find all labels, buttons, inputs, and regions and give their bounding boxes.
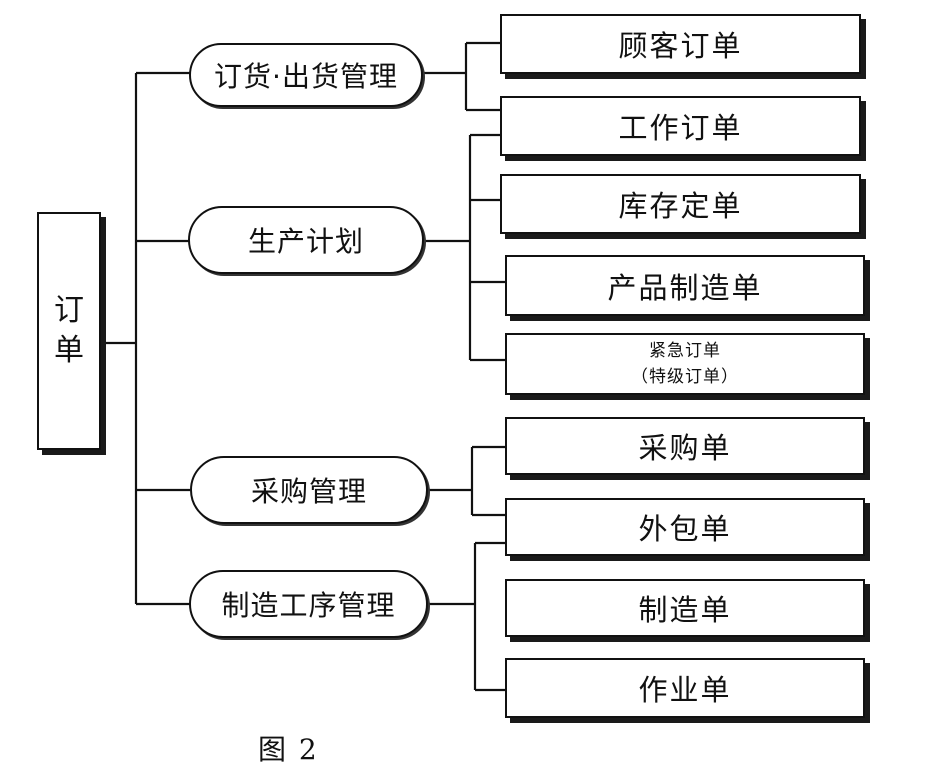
category-node-purchasing: 采购管理 bbox=[190, 456, 428, 524]
category-label: 采购管理 bbox=[250, 475, 367, 508]
leaf-label: 外包单 bbox=[638, 512, 732, 546]
category-node-order-shipping: 订货·出货管理 bbox=[189, 43, 423, 107]
leaf-label: 工作订单 bbox=[618, 111, 743, 145]
leaf-node-manufacturing-order: 制造单 bbox=[505, 579, 865, 637]
category-label: 制造工序管理 bbox=[221, 589, 396, 622]
leaf-label: 顾客订单 bbox=[618, 29, 743, 63]
leaf-node-inventory-order: 库存定单 bbox=[500, 174, 861, 234]
leaf-label-line2: （特级订单） bbox=[631, 367, 739, 387]
leaf-node-product-manufacturing-order: 产品制造单 bbox=[505, 255, 865, 316]
leaf-label-line1: 紧急订单 bbox=[649, 341, 721, 361]
category-node-production-plan: 生产计划 bbox=[188, 206, 424, 274]
leaf-label: 制造单 bbox=[638, 593, 732, 627]
root-node-order: 订 单 bbox=[37, 212, 101, 450]
leaf-node-urgent-order: 紧急订单 （特级订单） bbox=[505, 333, 865, 395]
category-label: 生产计划 bbox=[247, 225, 364, 258]
leaf-label: 库存定单 bbox=[618, 189, 743, 223]
leaf-node-work-order: 工作订单 bbox=[500, 96, 861, 156]
leaf-node-customer-order: 顾客订单 bbox=[500, 14, 861, 74]
leaf-label: 产品制造单 bbox=[607, 270, 763, 305]
leaf-node-outsourcing-order: 外包单 bbox=[505, 498, 865, 556]
leaf-node-job-order: 作业单 bbox=[505, 658, 865, 718]
figure-caption: 图 2 bbox=[258, 733, 319, 766]
category-node-manufacturing-process: 制造工序管理 bbox=[189, 570, 428, 638]
category-label: 订货·出货管理 bbox=[214, 60, 398, 93]
leaf-node-purchase-order: 采购单 bbox=[505, 417, 865, 475]
root-char-1: 订 bbox=[54, 293, 84, 328]
leaf-label: 采购单 bbox=[638, 431, 732, 465]
root-char-2: 单 bbox=[54, 333, 84, 368]
leaf-label: 作业单 bbox=[638, 673, 732, 707]
